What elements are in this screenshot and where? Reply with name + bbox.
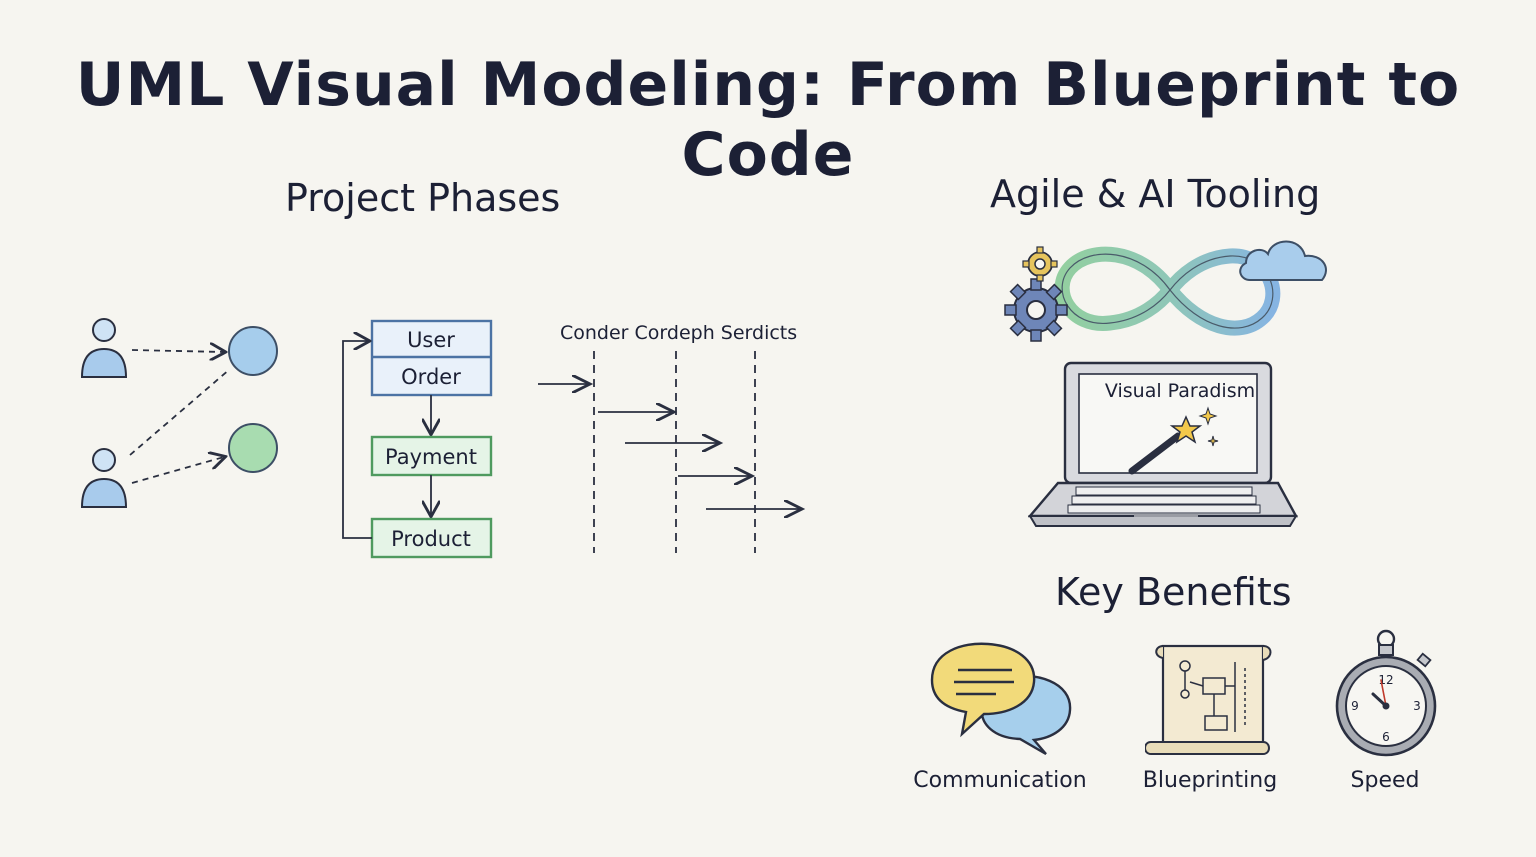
benefit-label-communication: Communication: [913, 768, 1087, 793]
benefit-label-blueprinting: Blueprinting: [1142, 768, 1278, 793]
section-title-agile-ai-tooling: Agile & AI Tooling: [990, 172, 1321, 216]
gear-small-icon: [1022, 246, 1058, 282]
chat-bubbles-icon: [930, 642, 1072, 756]
use-case-green: [228, 423, 278, 473]
class-box-order: Order: [401, 365, 461, 389]
page-title: UML Visual Modeling: From Blueprint to C…: [75, 50, 1461, 190]
cloud-icon: [1239, 240, 1327, 281]
section-title-key-benefits: Key Benefits: [1055, 570, 1292, 614]
infinity-loop-icon: [1054, 246, 1281, 336]
use-case-diagram: [80, 318, 278, 508]
class-box-user: User: [407, 328, 455, 352]
class-box-product: Product: [391, 527, 471, 551]
keyboard: [1067, 486, 1261, 514]
blueprint-scroll-icon: [1145, 644, 1272, 755]
agile-infinity-illustration: [1004, 240, 1327, 342]
section-title-project-phases: Project Phases: [285, 176, 561, 220]
benefit-label-speed: Speed: [1350, 768, 1420, 793]
actor-icon: [80, 448, 128, 508]
sequence-diagram: Conder Cordeph Serdicts: [538, 322, 820, 553]
sequence-header-label: Conder Cordeph Serdicts: [560, 322, 797, 344]
stopwatch-number: 3: [1413, 699, 1421, 713]
use-case-blue: [228, 326, 278, 376]
class-box-payment: Payment: [385, 445, 477, 469]
stopwatch-number: 6: [1382, 730, 1390, 744]
actor-icon: [80, 318, 128, 378]
gear-icon: [1004, 278, 1068, 342]
laptop-screen-title: Visual Paradism: [1105, 380, 1255, 402]
magic-wand-icon: [1128, 406, 1219, 475]
stopwatch-icon: 12 3 6 9: [1335, 629, 1437, 757]
laptop-illustration: Visual Paradism: [1028, 361, 1298, 527]
stopwatch-number: 9: [1351, 699, 1359, 713]
class-flow-diagram: User Order Payment Product: [342, 319, 493, 559]
